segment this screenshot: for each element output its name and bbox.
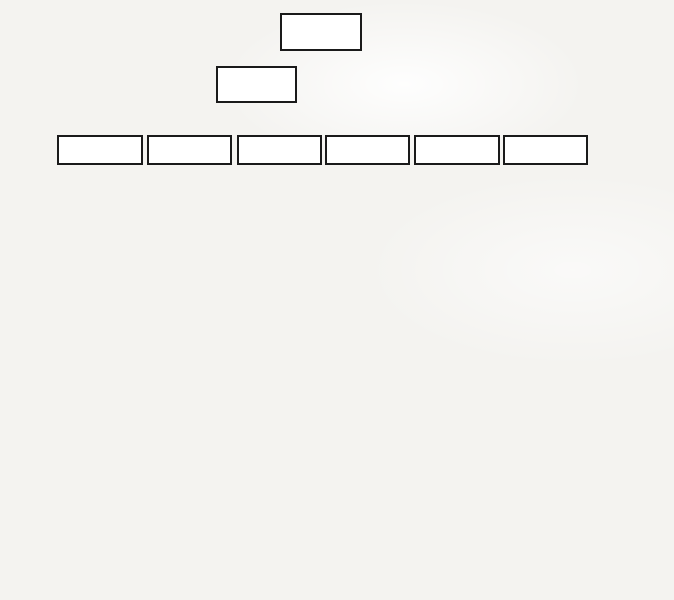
node-home (216, 66, 297, 103)
node-description (57, 135, 143, 165)
node-supplies (414, 135, 500, 165)
node-music (325, 135, 410, 165)
node-user (280, 13, 362, 51)
node-dances (237, 135, 322, 165)
node-competitions (503, 135, 588, 165)
node-history (147, 135, 232, 165)
